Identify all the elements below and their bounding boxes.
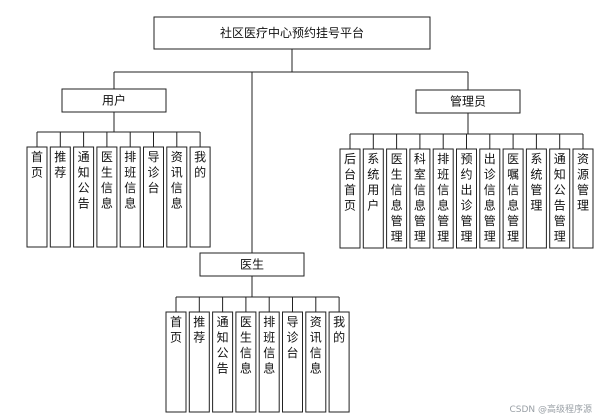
admin-child-label: 预约出诊管理 [460,152,472,244]
user-child-box [26,146,48,248]
doctor-child-box [258,311,280,413]
doctor-child-label: 通知公告 [217,315,229,376]
user-child-box [119,146,141,248]
admin-child-box [456,148,477,249]
doctor-child-label: 资讯信息 [310,315,322,376]
root-box [153,16,431,50]
doctor-role-box [199,252,305,277]
doctor-child-label: 首页 [170,315,182,345]
user-child-box [189,146,211,248]
admin-child-box [386,148,408,249]
user-child-label: 导诊台 [147,150,159,195]
admin-child-label: 资源管理 [577,152,589,213]
doctor-child-box [235,311,257,413]
admin-child-label: 出诊信息管理 [484,152,496,244]
doctor-child-box [212,311,234,413]
doctor-child-label: 推荐 [193,315,205,345]
admin-child-label: 科室信息管理 [414,152,426,244]
doctor-child-box [305,311,327,413]
user-child-label: 资讯信息 [171,150,183,211]
admin-child-label: 后台首页 [344,152,356,213]
user-child-box [49,146,71,248]
admin-child-box [362,148,384,249]
doctor-child-label: 导诊台 [286,315,298,360]
doctor-child-label: 医生信息 [240,315,252,376]
admin-child-box [409,148,431,249]
admin-child-box [549,148,571,249]
user-child-label: 我的 [194,150,206,180]
admin-child-label: 医嘱信息管理 [507,152,519,244]
admin-role-box [415,89,521,114]
user-child-label: 首页 [31,150,43,180]
user-role-box [61,88,167,113]
doctor-role-label: 医生 [240,258,264,272]
admin-child-label: 通知公告管理 [554,152,566,244]
connector-lines [36,49,584,312]
user-child-box [96,146,118,248]
diagram-boxes: 首页推荐通知公告医生信息排班信息导诊台资讯信息我的后台首页系统用户医生信息管理科… [26,16,594,413]
admin-child-label: 系统管理 [530,152,542,213]
admin-child-box [432,148,454,249]
doctor-child-box [282,311,303,413]
doctor-child-box [165,311,187,413]
admin-child-box [339,148,361,249]
admin-child-label: 系统用户 [367,152,379,213]
admin-role-label: 管理员 [450,94,486,109]
user-child-label: 医生信息 [101,150,113,211]
watermark: CSDN @高级程序源 [509,403,592,415]
admin-child-label: 排班信息管理 [437,152,449,244]
admin-child-box [525,148,547,249]
user-child-label: 通知公告 [78,150,90,211]
user-child-box [73,146,95,248]
doctor-child-label: 我的 [333,315,345,345]
doctor-child-box [328,311,350,413]
doctor-child-label: 排班信息 [263,315,275,376]
doctor-child-box [188,311,210,413]
admin-child-box [502,148,524,249]
user-child-box [143,146,164,248]
user-child-box [166,146,188,248]
user-child-label: 排班信息 [124,150,136,211]
admin-child-label: 医生信息管理 [391,152,403,244]
user-child-label: 推荐 [54,150,66,180]
user-role-label: 用户 [102,93,126,108]
admin-child-box [572,148,594,249]
root-label: 社区医疗中心预约挂号平台 [220,25,364,40]
admin-child-box [479,148,501,249]
